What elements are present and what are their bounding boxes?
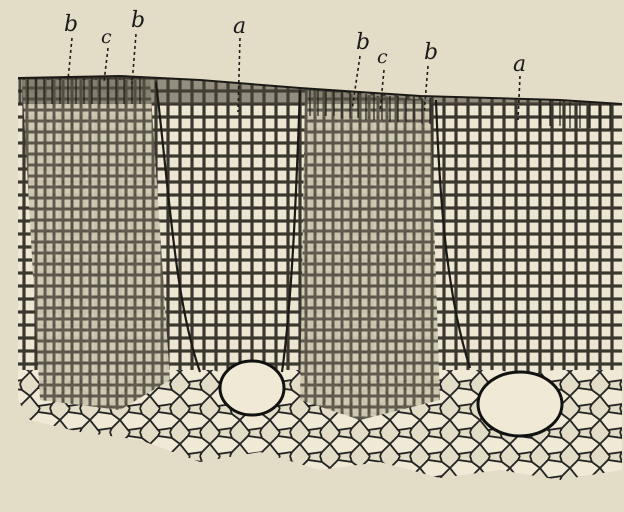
label-a-2: a	[513, 54, 526, 76]
pore-left	[220, 361, 284, 415]
label-b-2: b	[131, 10, 145, 32]
label-c-1: c	[101, 28, 112, 47]
label-a-1: a	[233, 16, 246, 38]
label-b-4: b	[424, 42, 438, 64]
pore-right	[478, 372, 562, 436]
label-b-3: b	[356, 32, 370, 54]
label-c-2: c	[377, 48, 388, 67]
label-b-1: b	[64, 14, 78, 36]
